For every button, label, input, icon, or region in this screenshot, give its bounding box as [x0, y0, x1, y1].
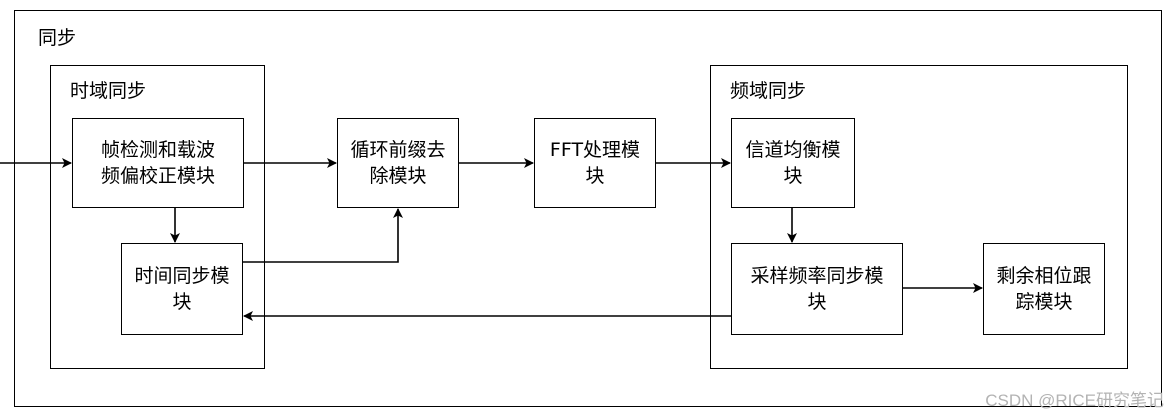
sample-freq-sync-label: 采样频率同步模块: [750, 265, 884, 313]
frame-detect-cfo-block: 帧检测和载波频偏校正模块: [72, 118, 244, 208]
fft-block: FFT处理模块: [534, 118, 656, 208]
sample-freq-sync-block: 采样频率同步模块: [731, 243, 903, 335]
fft-label: FFT处理模块: [549, 139, 641, 187]
frame-detect-cfo-label: 帧检测和载波频偏校正模块: [100, 139, 215, 187]
time-sync-label: 时间同步模块: [134, 265, 230, 313]
time-domain-label: 时域同步: [70, 80, 147, 102]
freq-domain-label: 频域同步: [730, 80, 807, 102]
freq-domain-group: [710, 65, 1128, 369]
cp-remove-label: 循环前缀去除模块: [350, 139, 446, 187]
cp-remove-block: 循环前缀去除模块: [337, 118, 459, 208]
channel-eq-block: 信道均衡模块: [731, 118, 855, 208]
sync-outer-group: [14, 10, 1162, 407]
sync-outer-label: 同步: [38, 27, 77, 49]
channel-eq-label: 信道均衡模块: [745, 139, 841, 187]
phase-track-label: 剩余相位跟踪模块: [996, 265, 1092, 313]
watermark: CSDN @RICE研究笔记: [985, 391, 1164, 410]
phase-track-block: 剩余相位跟踪模块: [983, 243, 1105, 335]
time-sync-block: 时间同步模块: [121, 243, 243, 335]
